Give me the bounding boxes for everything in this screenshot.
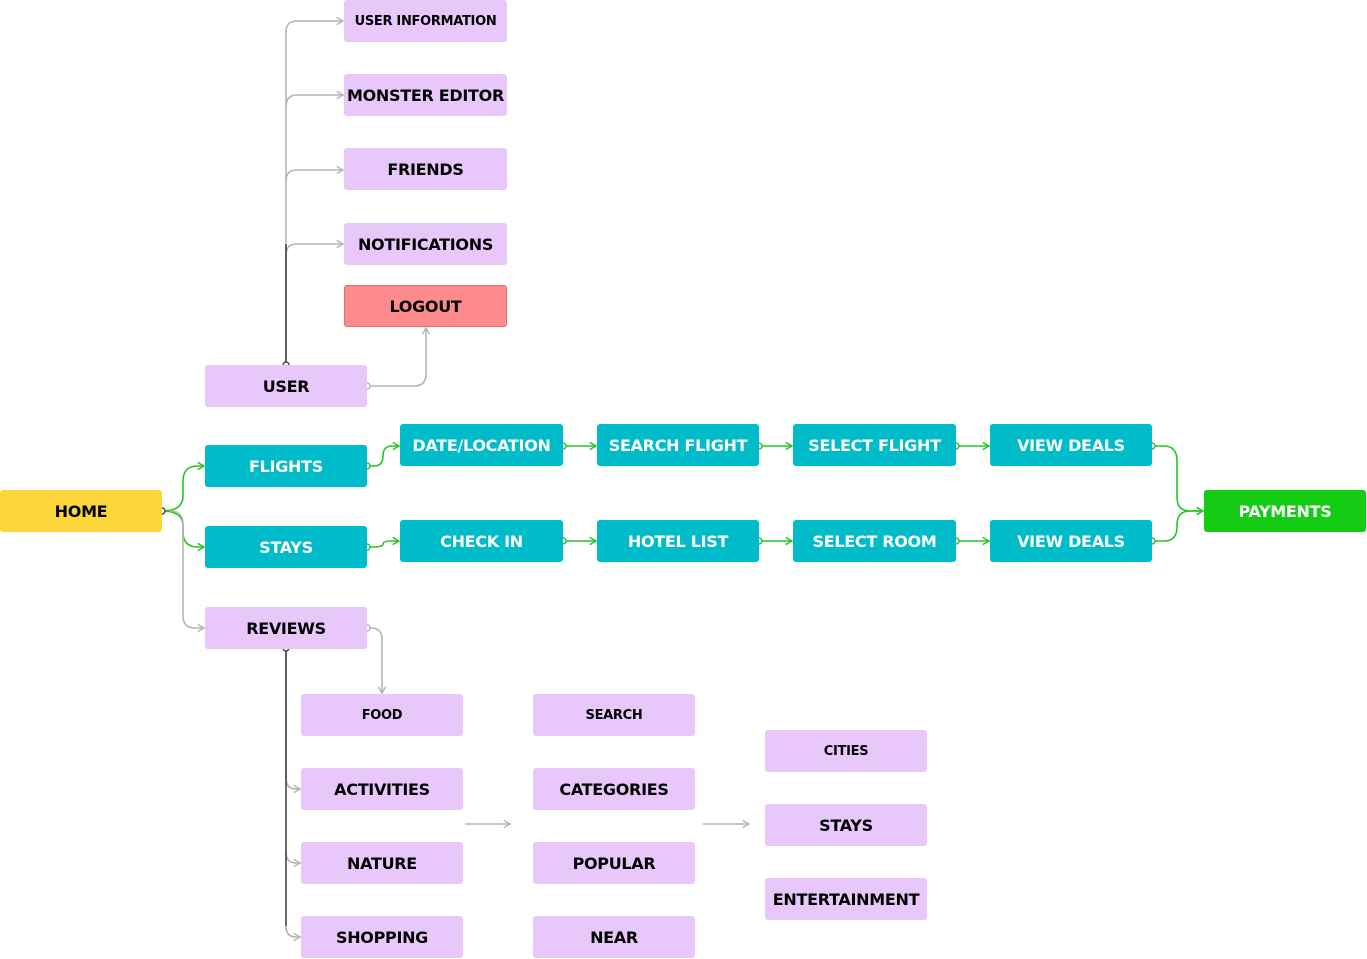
node-notifications[interactable]: NOTIFICATIONS [344,223,507,265]
node-categories[interactable]: CATEGORIES [533,768,695,810]
stays-connectors [367,506,1205,548]
node-activities[interactable]: ACTIVITIES [301,768,463,810]
node-food[interactable]: FOOD [301,694,463,736]
connector-reviews-to-shopping [285,925,302,942]
node-date-location[interactable]: DATE/LOCATION [400,424,563,466]
node-stays[interactable]: STAYS [205,526,367,568]
connector-user-to-logout [367,326,431,387]
node-stays-review[interactable]: STAYS [765,804,927,846]
node-monster-editor[interactable]: MONSTER EDITOR [344,74,507,116]
node-reviews[interactable]: REVIEWS [205,607,367,649]
node-home[interactable]: HOME [0,490,162,532]
connector-user-to-friends [285,165,345,182]
node-user-information[interactable]: USER INFORMATION [344,0,507,42]
connector-user-to-notifications [285,239,345,256]
connector-reviews-to-activities [285,648,302,794]
node-nature[interactable]: NATURE [301,842,463,884]
home-connectors [161,461,206,633]
connector-home-to-reviews [169,510,206,633]
node-select-room[interactable]: SELECT ROOM [793,520,956,562]
connector-view-deals-stay-to-payments [1152,506,1205,542]
node-flights[interactable]: FLIGHTS [205,445,367,487]
node-user[interactable]: USER [205,365,367,407]
node-cities[interactable]: CITIES [765,730,927,772]
connector-flights-to-date-location [367,441,401,467]
node-search-flight[interactable]: SEARCH FLIGHT [597,424,759,466]
node-payments[interactable]: PAYMENTS [1204,490,1366,532]
node-hotel-list[interactable]: HOTEL LIST [597,520,759,562]
connector-stays-to-check-in [367,536,401,548]
node-check-in[interactable]: CHECK IN [400,520,563,562]
node-search[interactable]: SEARCH [533,694,695,736]
node-view-deals-stay[interactable]: VIEW DEALS [990,520,1152,562]
node-shopping[interactable]: SHOPPING [301,916,463,958]
node-view-deals-flight[interactable]: VIEW DEALS [990,424,1152,466]
node-popular[interactable]: POPULAR [533,842,695,884]
node-near[interactable]: NEAR [533,916,695,958]
connector-user-to-monster-editor [285,90,345,108]
node-entertainment[interactable]: ENTERTAINMENT [765,878,927,920]
connector-home-to-flights [161,461,206,512]
connector-reviews-to-nature [285,851,302,868]
connector-reviews-to-food [367,627,387,695]
connector-view-deals-flight-to-payments [1152,445,1205,516]
node-friends[interactable]: FRIENDS [344,148,507,190]
node-logout[interactable]: LOGOUT [344,285,507,327]
node-select-flight[interactable]: SELECT FLIGHT [793,424,956,466]
connector-user-to-user-information [285,16,345,365]
flights-connectors [367,441,1205,516]
